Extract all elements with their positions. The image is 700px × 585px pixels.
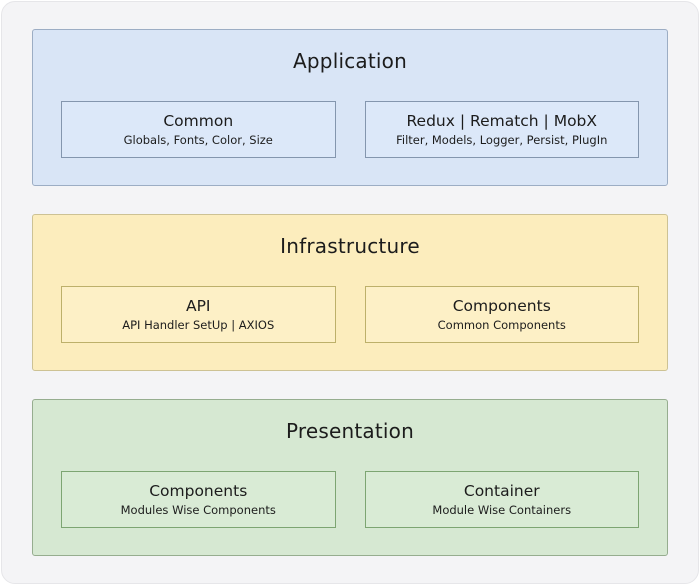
box-subtitle: Modules Wise Components [120,503,276,517]
layer-presentation: Presentation Components Modules Wise Com… [32,399,668,556]
box-subtitle: Common Components [437,318,566,332]
box-module-components: Components Modules Wise Components [61,471,336,528]
box-common: Common Globals, Fonts, Color, Size [61,101,336,158]
layer-boxes-row: Common Globals, Fonts, Color, Size Redux… [61,101,639,158]
layer-title: Infrastructure [280,234,420,258]
layer-boxes-row: Components Modules Wise Components Conta… [61,471,639,528]
box-title: Components [149,482,248,500]
box-redux-rematch-mobx: Redux | Rematch | MobX Filter, Models, L… [364,101,639,158]
box-container: Container Module Wise Containers [364,471,639,528]
layer-title: Presentation [285,419,414,443]
box-api: API API Handler SetUp | AXIOS [61,286,336,343]
box-common-components: Components Common Components [364,286,639,343]
layer-title: Application [293,49,407,73]
layer-application: Application Common Globals, Fonts, Color… [32,29,668,186]
layer-boxes-row: API API Handler SetUp | AXIOS Components… [61,286,639,343]
box-subtitle: Globals, Fonts, Color, Size [123,133,273,147]
box-title: Components [452,297,551,315]
layer-infrastructure: Infrastructure API API Handler SetUp | A… [32,214,668,371]
box-title: Redux | Rematch | MobX [406,112,598,130]
box-subtitle: API Handler SetUp | AXIOS [122,318,275,332]
box-title: Container [463,482,540,500]
box-subtitle: Module Wise Containers [432,503,572,517]
box-title: Common [163,112,234,130]
box-title: API [185,297,211,315]
box-subtitle: Filter, Models, Logger, Persist, PlugIn [396,133,608,147]
